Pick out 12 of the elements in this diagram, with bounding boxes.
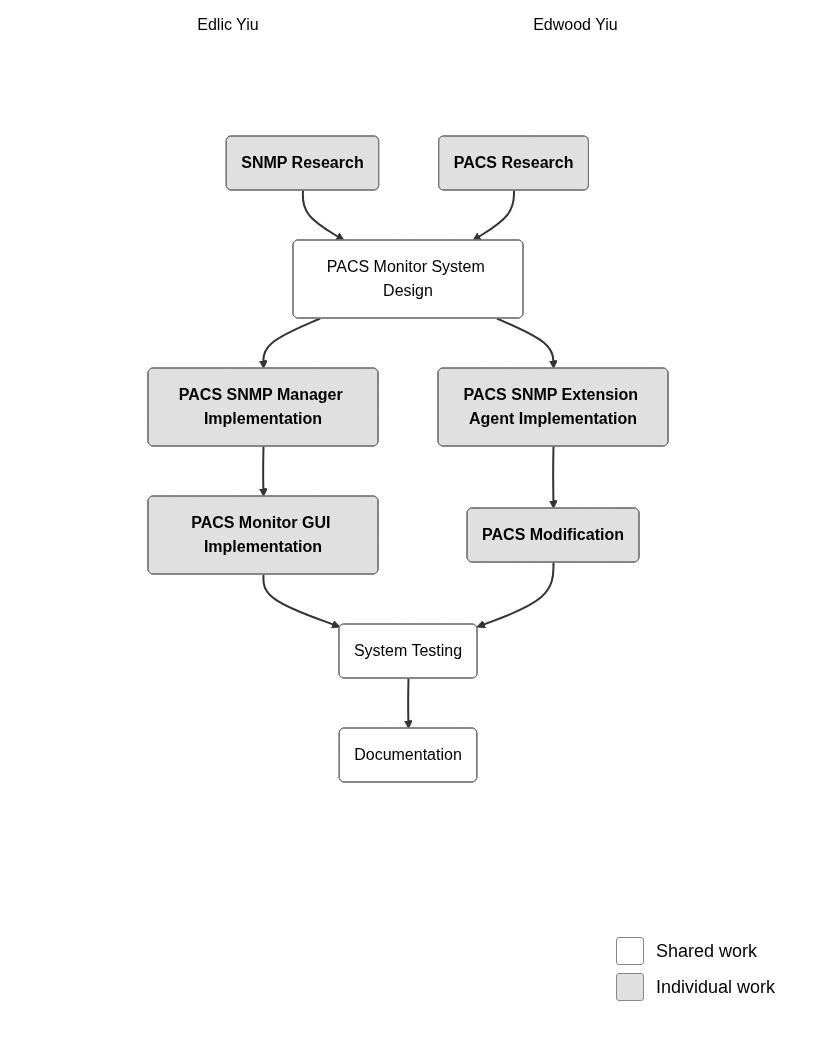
- arrow: [403, 677, 413, 729]
- arrow: [495, 317, 558, 369]
- legend-label: Individual work: [655, 976, 775, 998]
- arrow: [261, 573, 340, 629]
- arrow: [258, 317, 321, 369]
- column-heading: Edlic Yiu: [197, 16, 259, 34]
- arrow: [258, 445, 268, 497]
- arrow: [548, 445, 558, 509]
- legend-label: Shared work: [655, 940, 757, 962]
- arrow: [476, 561, 554, 629]
- arrow: [301, 189, 345, 241]
- column-heading: Edwood Yiu: [533, 16, 618, 34]
